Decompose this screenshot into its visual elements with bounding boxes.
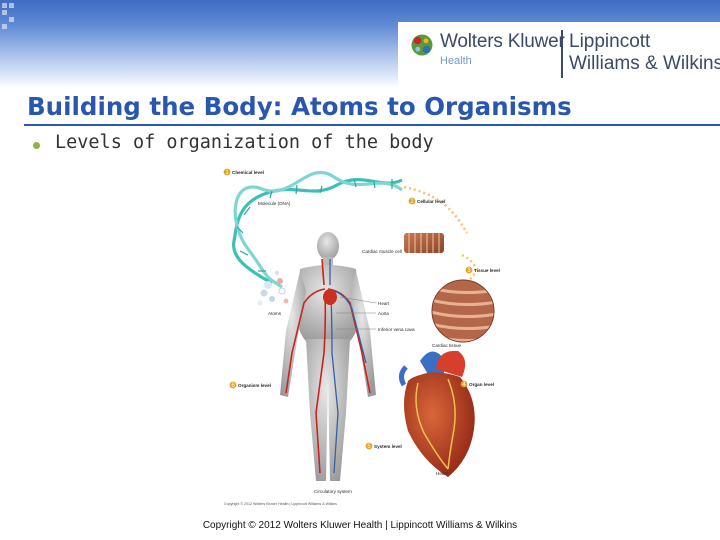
atoms-cluster <box>257 270 289 306</box>
logo-lww-line2: Williams & Wilkins <box>569 53 720 74</box>
marker-5 <box>365 442 373 450</box>
bullet-marker <box>33 142 40 149</box>
logo-divider <box>561 30 563 78</box>
marker-4-text: 4 <box>462 382 466 388</box>
wolters-kluwer-logo-icon <box>411 34 433 56</box>
label-inferior-vena-cava: Inferior vena cava <box>378 327 415 332</box>
label-heart: Heart <box>378 301 390 306</box>
figure-copyright: Copyright © 2012 Wolters Kluwer Health |… <box>224 502 337 506</box>
cardiac-muscle-cell <box>404 233 444 253</box>
dotted-connector-2 <box>461 253 477 282</box>
label-molecule-dna: Molecule (DNA) <box>258 201 291 206</box>
cardiac-tissue <box>431 279 495 343</box>
dotted-connector-1 <box>403 185 469 234</box>
label-circulatory-system: Circulatory system <box>314 489 352 494</box>
marker-6-text: 6 <box>231 383 235 389</box>
bullet-text: Levels of organization of the body <box>55 132 434 153</box>
label-organism-level: Organism level <box>238 383 271 388</box>
footer-copyright: Copyright © 2012 Wolters Kluwer Health |… <box>202 520 518 531</box>
logo-panel <box>398 22 720 88</box>
body-organization-figure: 1 2 3 4 5 6 Chemical level Molecule (DNA… <box>223 168 500 506</box>
marker-1 <box>223 168 231 176</box>
label-cellular-level: Cellular level <box>417 199 445 204</box>
label-cardiac-muscle-cell: Cardiac muscle cell <box>362 249 402 254</box>
marker-3 <box>465 266 473 274</box>
label-tissue-level: Tissue level <box>474 268 500 273</box>
label-aorta: Aorta <box>378 311 389 316</box>
logo-wolters-kluwer-text: Wolters Kluwer <box>440 31 565 52</box>
marker-3-text: 3 <box>467 268 471 274</box>
marker-5-text: 5 <box>367 444 371 450</box>
marker-1-text: 1 <box>225 170 229 176</box>
label-heart-organ: Heart <box>436 471 448 476</box>
decorative-squares <box>0 0 22 40</box>
heart-organ-illustration <box>398 350 475 477</box>
label-chemical-level: Chemical level <box>232 170 264 175</box>
human-figure <box>280 232 376 481</box>
label-organ-level: Organ level <box>469 382 494 387</box>
marker-4 <box>460 380 468 388</box>
marker-2-text: 2 <box>410 199 414 205</box>
slide-title: Building the Body: Atoms to Organisms <box>27 92 572 121</box>
label-atoms: Atoms <box>268 311 282 316</box>
marker-2 <box>408 197 416 205</box>
label-cardiac-tissue: Cardiac tissue <box>432 343 462 348</box>
dna-helix <box>232 170 403 289</box>
logo-health-text: Health <box>440 55 472 67</box>
title-rule <box>24 124 720 126</box>
label-system-level: System level <box>374 444 402 449</box>
label-line-heart <box>339 296 377 304</box>
logo-lww-line1: Lippincott <box>569 31 651 52</box>
marker-6 <box>229 381 237 389</box>
